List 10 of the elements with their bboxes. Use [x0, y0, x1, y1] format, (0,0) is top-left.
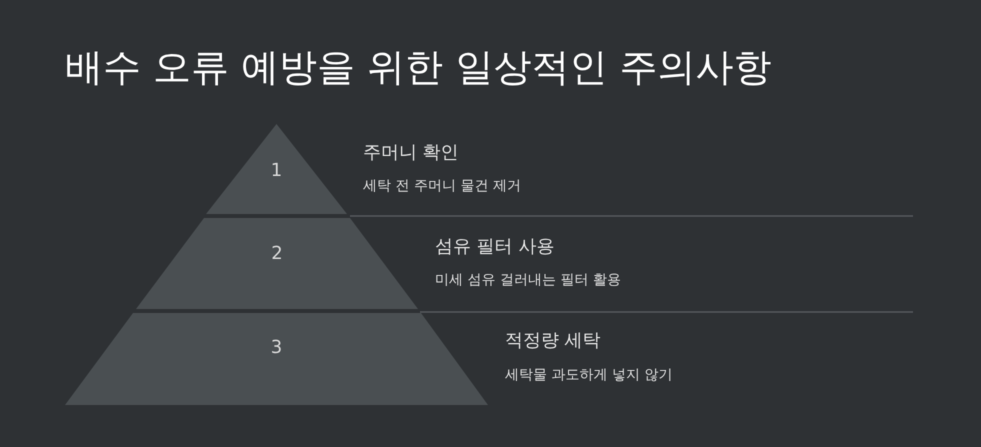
title: 배수 오류 예방을 위한 일상적인 주의사항	[65, 44, 772, 91]
level-description: 세탁물 과도하게 넣지 않기	[505, 366, 672, 384]
level-description: 미세 섬유 걸러내는 필터 활용	[435, 271, 621, 289]
level-number: 3	[270, 337, 284, 358]
level-number: 2	[270, 243, 284, 264]
level-number: 1	[270, 160, 284, 181]
level-heading: 적정량 세탁	[505, 329, 601, 352]
level-description: 세탁 전 주머니 물건 제거	[363, 177, 521, 195]
level-heading: 주머니 확인	[363, 141, 459, 164]
level-heading: 섬유 필터 사용	[435, 235, 554, 258]
